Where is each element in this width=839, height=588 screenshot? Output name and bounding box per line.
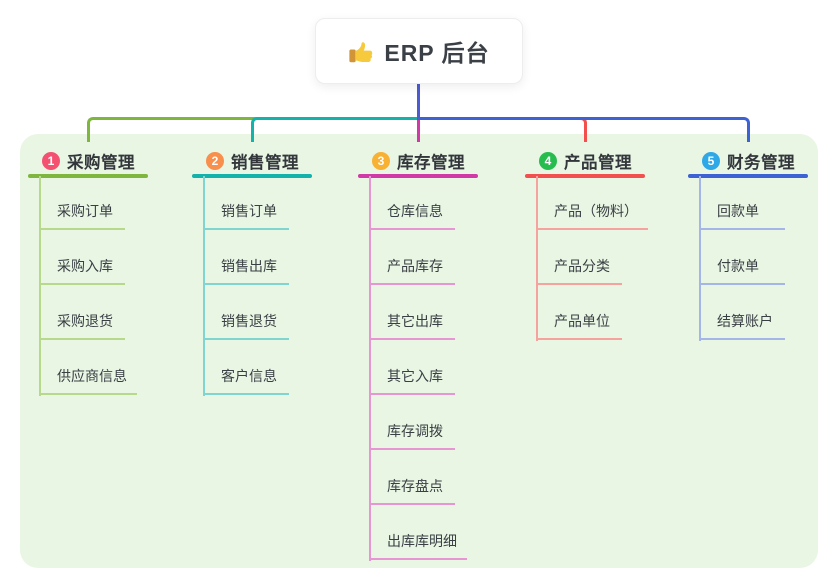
subtopic-node[interactable]: 采购入库	[39, 256, 125, 285]
subtopic-node[interactable]: 其它出库	[369, 311, 455, 340]
topic-node-3[interactable]: 3 库存管理	[358, 149, 478, 173]
subtopic-node[interactable]: 出库库明细	[369, 531, 467, 560]
topic-underline	[192, 174, 312, 178]
topic-node-5[interactable]: 5 财务管理	[688, 149, 808, 173]
topic-label: 财务管理	[727, 154, 795, 172]
topic-badge: 1	[42, 152, 60, 170]
topic-node-1[interactable]: 1 采购管理	[28, 149, 148, 173]
subtopic-node[interactable]: 结算账户	[699, 311, 785, 340]
mindmap-panel	[20, 134, 818, 568]
topic-label: 产品管理	[564, 154, 632, 172]
subtopic-node[interactable]: 库存调拨	[369, 421, 455, 450]
branch-connector	[417, 120, 420, 142]
root-node-title: ERP 后台	[384, 40, 490, 66]
subtopic-node[interactable]: 付款单	[699, 256, 785, 285]
topic-badge: 2	[206, 152, 224, 170]
topic-node-4[interactable]: 4 产品管理	[525, 149, 645, 173]
topic-label: 销售管理	[231, 154, 299, 172]
subtopic-node[interactable]: 采购订单	[39, 201, 125, 230]
subtopic-node[interactable]: 产品分类	[536, 256, 622, 285]
root-connector-line	[417, 84, 420, 120]
subtopic-node[interactable]: 销售出库	[203, 256, 289, 285]
branch-connector	[251, 117, 420, 142]
topic-node-2[interactable]: 2 销售管理	[192, 149, 312, 173]
subtopic-node[interactable]: 库存盘点	[369, 476, 455, 505]
subtopic-node[interactable]: 产品单位	[536, 311, 622, 340]
topic-underline	[688, 174, 808, 178]
children-connector-line	[699, 176, 701, 341]
topic-badge: 4	[539, 152, 557, 170]
children-connector-line	[536, 176, 538, 341]
subtopic-node[interactable]: 销售订单	[203, 201, 289, 230]
subtopic-node[interactable]: 供应商信息	[39, 366, 137, 395]
subtopic-node[interactable]: 销售退货	[203, 311, 289, 340]
children-connector-line	[39, 176, 41, 396]
topic-badge: 5	[702, 152, 720, 170]
subtopic-node[interactable]: 产品（物料）	[536, 201, 648, 230]
subtopic-node[interactable]: 仓库信息	[369, 201, 455, 230]
topic-badge: 3	[372, 152, 390, 170]
children-connector-line	[369, 176, 371, 561]
children-connector-line	[203, 176, 205, 396]
subtopic-node[interactable]: 回款单	[699, 201, 785, 230]
topic-label: 采购管理	[67, 154, 135, 172]
topic-underline	[525, 174, 645, 178]
root-node-erp[interactable]: ERP 后台	[315, 18, 523, 84]
branch-connector	[417, 117, 750, 142]
subtopic-node[interactable]: 客户信息	[203, 366, 289, 395]
subtopic-node[interactable]: 采购退货	[39, 311, 125, 340]
topic-label: 库存管理	[397, 154, 465, 172]
topic-underline	[28, 174, 148, 178]
thumbs-up-icon	[349, 42, 373, 63]
topic-underline	[358, 174, 478, 178]
subtopic-node[interactable]: 其它入库	[369, 366, 455, 395]
subtopic-node[interactable]: 产品库存	[369, 256, 455, 285]
